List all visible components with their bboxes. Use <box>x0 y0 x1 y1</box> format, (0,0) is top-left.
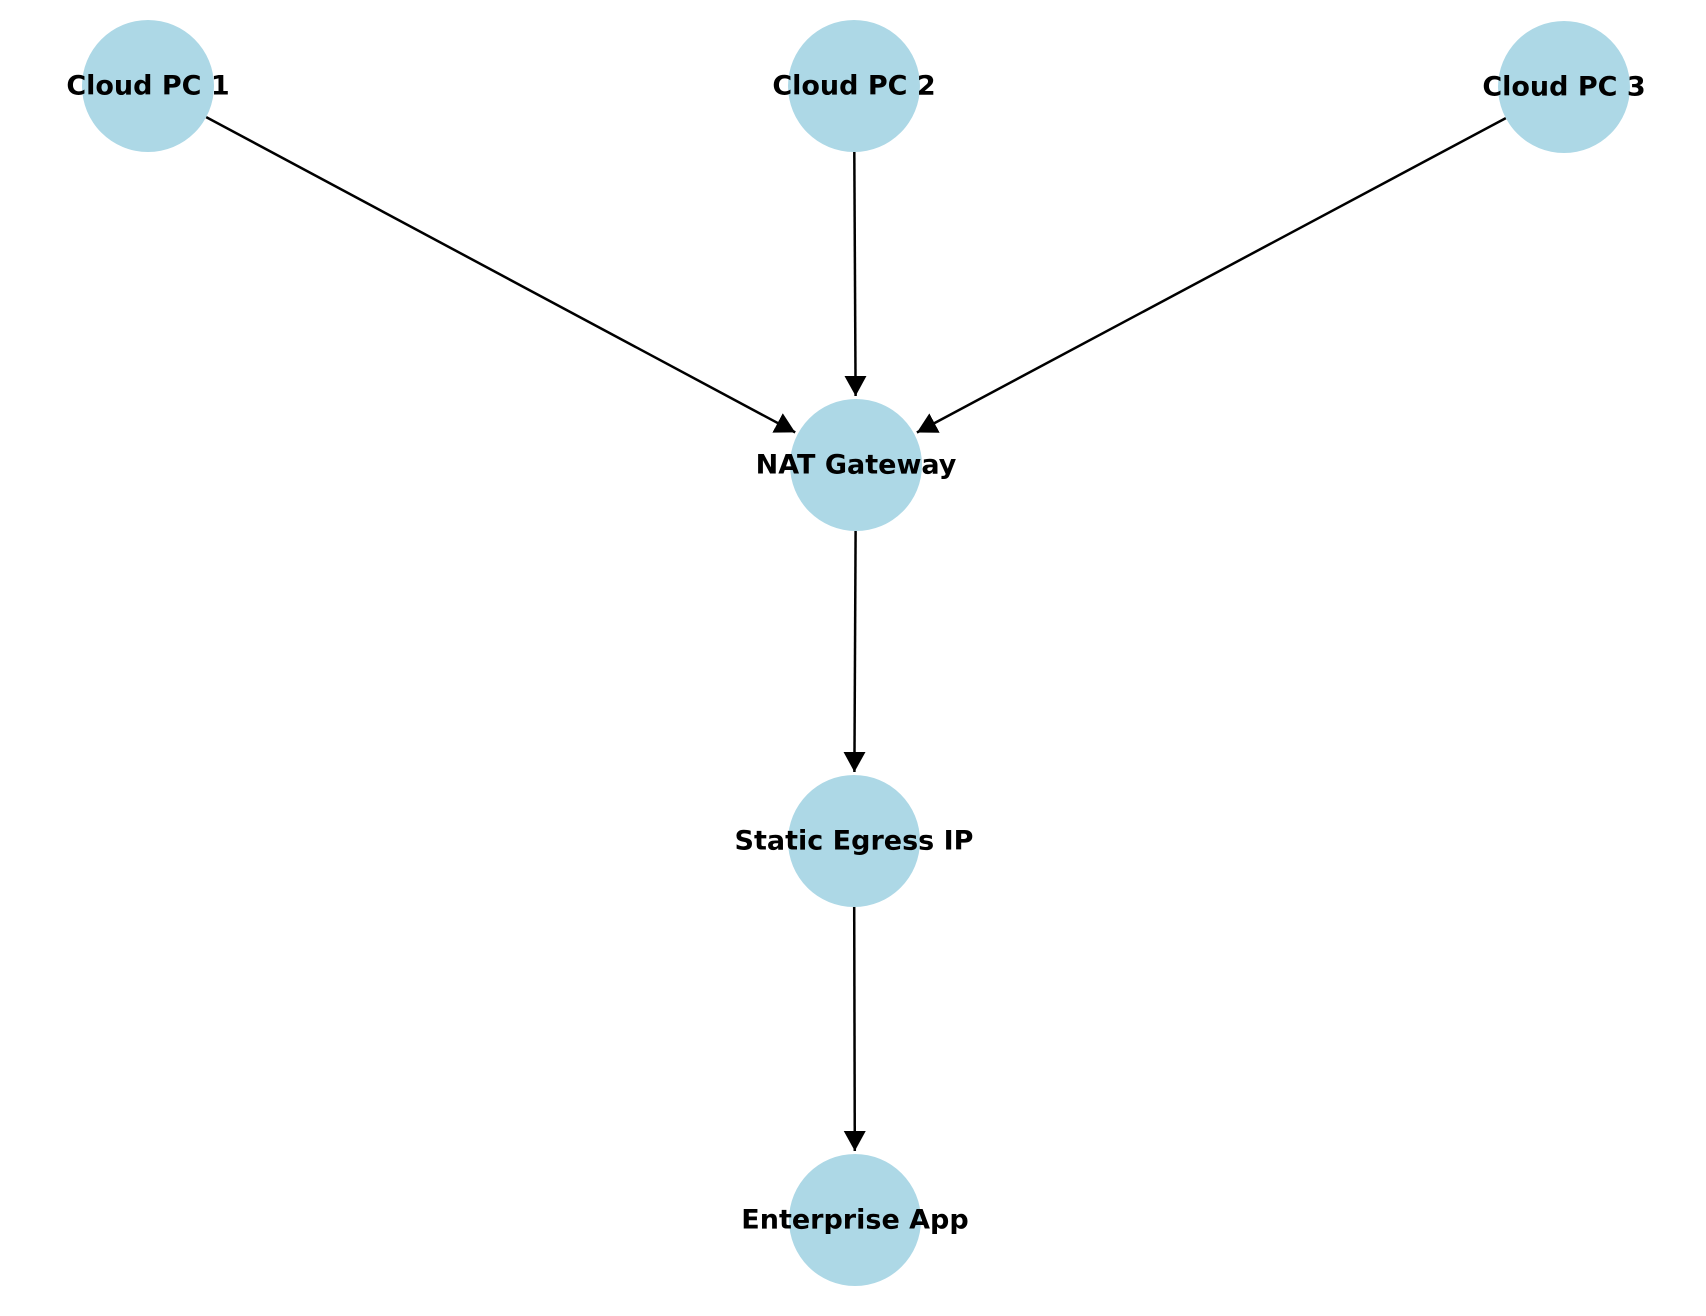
node-label-nat-gateway: NAT Gateway <box>756 450 957 481</box>
edge-nat-gateway-to-static-egress-ip <box>843 530 866 773</box>
node-circle-static-egress-ip <box>788 775 920 907</box>
node-label-cloud-pc-1: Cloud PC 1 <box>66 71 229 102</box>
node-cloud-pc-3: Cloud PC 3 <box>1482 21 1646 153</box>
node-enterprise-app: Enterprise App <box>741 1154 969 1286</box>
node-circle-nat-gateway <box>790 399 922 531</box>
node-label-cloud-pc-3: Cloud PC 3 <box>1482 72 1645 103</box>
node-cloud-pc-1: Cloud PC 1 <box>66 20 230 152</box>
node-static-egress-ip: Static Egress IP <box>735 775 974 907</box>
edge-cloud-pc-1-to-nat-gateway <box>205 115 796 434</box>
node-circle-enterprise-app <box>789 1154 921 1286</box>
edge-layer <box>205 115 1507 1152</box>
node-label-enterprise-app: Enterprise App <box>741 1205 968 1236</box>
node-nat-gateway: NAT Gateway <box>756 399 957 531</box>
node-circle-cloud-pc-3 <box>1498 21 1630 153</box>
node-layer: Cloud PC 1 Cloud PC 2 Cloud PC 3 NAT Gatewa… <box>66 20 1646 1286</box>
edge-cloud-pc-3-to-nat-gateway <box>916 116 1507 434</box>
node-circle-cloud-pc-2 <box>788 20 920 152</box>
node-label-cloud-pc-2: Cloud PC 2 <box>772 71 935 102</box>
node-cloud-pc-2: Cloud PC 2 <box>772 20 936 152</box>
edge-cloud-pc-2-to-nat-gateway <box>844 151 867 397</box>
edge-static-egress-ip-to-enterprise-app <box>843 906 866 1152</box>
node-label-static-egress-ip: Static Egress IP <box>735 826 974 857</box>
node-circle-cloud-pc-1 <box>82 20 214 152</box>
